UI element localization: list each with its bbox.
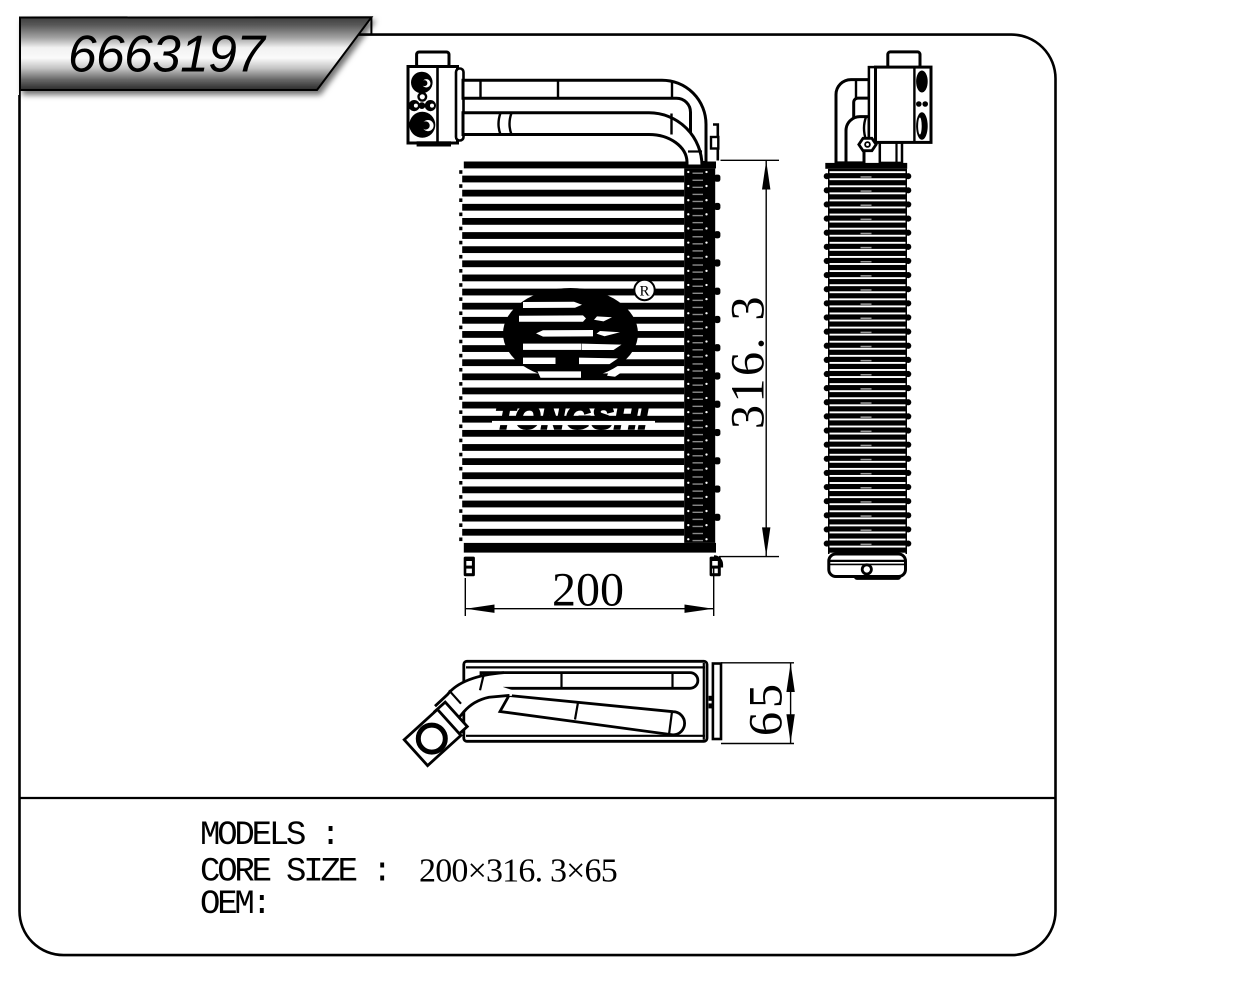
svg-text:MODELS :: MODELS :	[200, 817, 338, 855]
svg-text:CORE SIZE :: CORE SIZE :	[200, 854, 389, 892]
svg-text:65: 65	[740, 680, 793, 736]
svg-text:200×316. 3×65: 200×316. 3×65	[419, 853, 617, 890]
svg-text:6663197: 6663197	[68, 25, 267, 83]
svg-text:OEM:: OEM:	[200, 886, 269, 924]
svg-text:R: R	[639, 284, 649, 300]
svg-text:316. 3: 316. 3	[722, 294, 775, 429]
svg-text:TONGSHI: TONGSHI	[495, 400, 649, 436]
svg-text:200: 200	[552, 564, 624, 617]
